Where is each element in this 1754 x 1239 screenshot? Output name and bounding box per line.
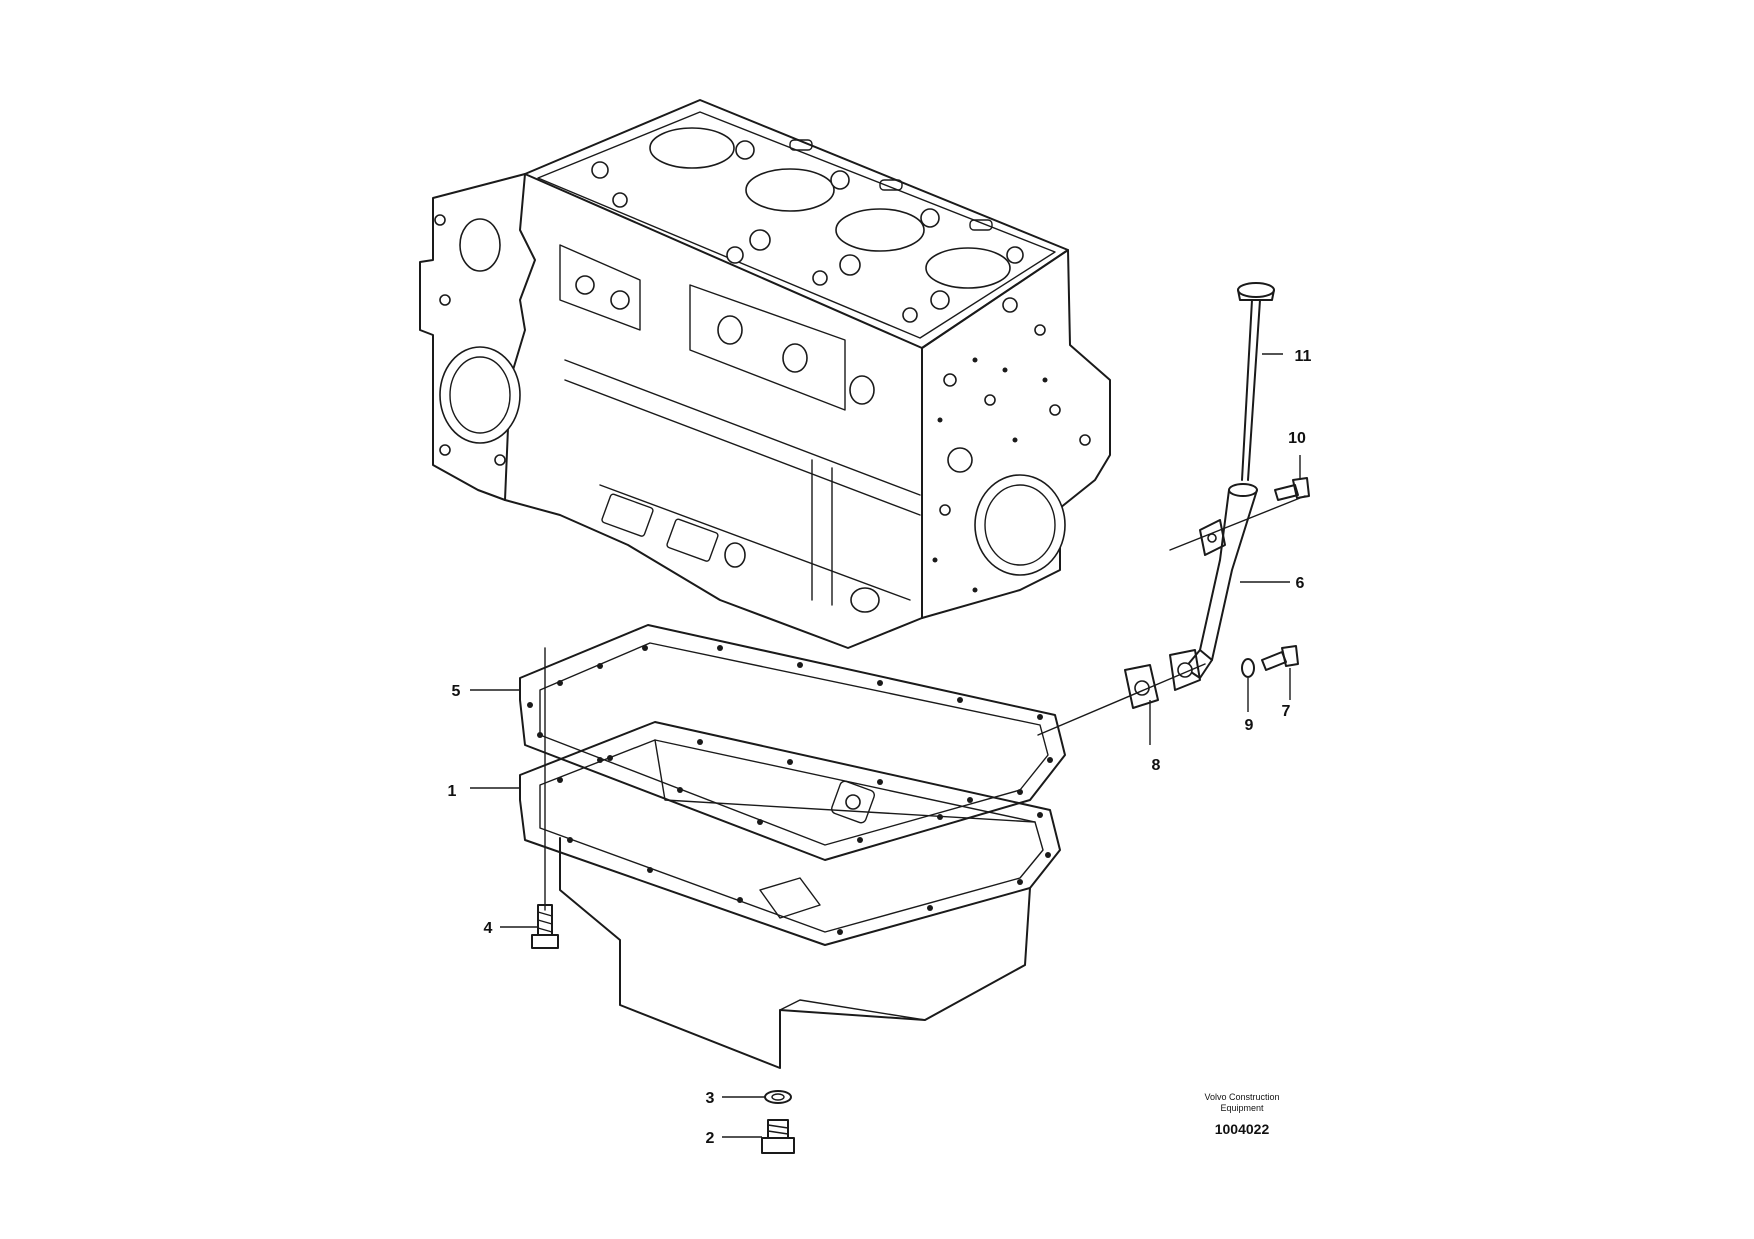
- footer-credit: Volvo Construction Equipment 1004022: [1204, 1092, 1279, 1137]
- callout-9: 9: [1245, 717, 1254, 734]
- callout-labels: 1 2 3 4 5 6 7 8 9 10 11: [448, 348, 1312, 1147]
- callout-3: 3: [706, 1090, 715, 1107]
- callout-5: 5: [452, 683, 461, 700]
- dipstick-assembly: [1037, 282, 1310, 736]
- pan-bolt: [531, 647, 559, 949]
- oil-pan: [519, 721, 1061, 1069]
- callout-4: 4: [484, 920, 493, 937]
- callout-leaders: [470, 353, 1301, 1138]
- drain-plug-and-washer: [761, 1090, 795, 1154]
- callout-1: 1: [448, 783, 457, 800]
- callout-7: 7: [1282, 703, 1291, 720]
- callout-2: 2: [706, 1130, 715, 1147]
- callout-6: 6: [1296, 575, 1305, 592]
- manufacturer-line-2: Equipment: [1220, 1103, 1264, 1113]
- document-number: 1004022: [1215, 1121, 1270, 1137]
- callout-11: 11: [1295, 348, 1312, 365]
- callout-8: 8: [1152, 757, 1161, 774]
- oil-pan-gasket: [519, 624, 1066, 861]
- callout-10: 10: [1288, 430, 1306, 447]
- manufacturer-line-1: Volvo Construction: [1204, 1092, 1279, 1102]
- engine-block: [419, 99, 1111, 649]
